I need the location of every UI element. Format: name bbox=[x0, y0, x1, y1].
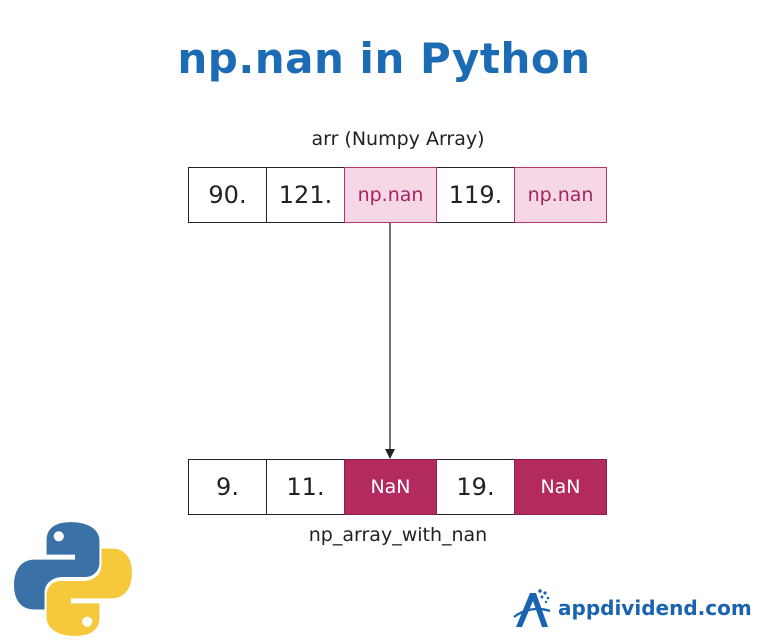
top-array-cell-nan: np.nan bbox=[344, 167, 437, 223]
top-array-cell: 90. bbox=[188, 167, 267, 223]
bottom-array-cell-nan: NaN bbox=[514, 459, 607, 515]
top-array: 90. 121. np.nan 119. np.nan bbox=[188, 167, 607, 223]
top-array-label: arr (Numpy Array) bbox=[311, 128, 485, 150]
top-array-cell: 121. bbox=[266, 167, 345, 223]
bottom-array-cell: 19. bbox=[436, 459, 515, 515]
bottom-array-cell-nan: NaN bbox=[344, 459, 437, 515]
python-logo-icon bbox=[14, 522, 132, 636]
page-title: np.nan in Python bbox=[177, 34, 591, 83]
brand-name: appdividend.com bbox=[558, 596, 752, 620]
bottom-array-cell: 11. bbox=[266, 459, 345, 515]
appdividend-logo-icon bbox=[513, 589, 551, 627]
bottom-array: 9. 11. NaN 19. NaN bbox=[188, 459, 607, 515]
bottom-array-label: np_array_with_nan bbox=[308, 524, 488, 546]
brand: appdividend.com bbox=[512, 587, 752, 629]
bottom-array-cell: 9. bbox=[188, 459, 267, 515]
top-array-cell-nan: np.nan bbox=[514, 167, 607, 223]
